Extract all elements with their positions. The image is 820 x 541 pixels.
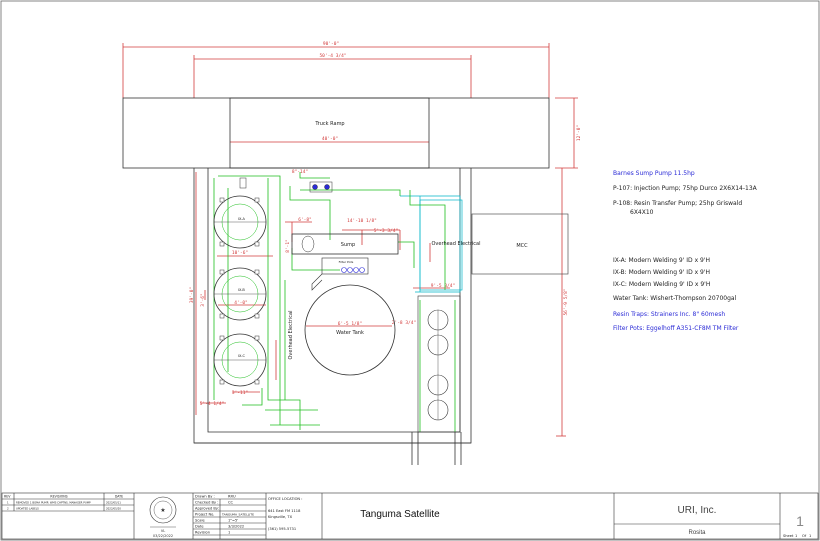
truck-ramp-label: Truck Ramp	[314, 121, 344, 127]
sheet-label-number: 1	[795, 534, 797, 538]
dimension-lines	[122, 43, 578, 437]
site-name: Rosita	[688, 530, 706, 536]
dim-left-side: 39'-0"	[189, 287, 195, 303]
rev-header: REV	[4, 495, 11, 499]
mcc-box	[471, 213, 569, 275]
legend-item: 6X4X10	[630, 209, 654, 216]
legend-item: Barnes Sump Pump 11.5hp	[613, 170, 695, 177]
date-label: Date	[195, 525, 204, 529]
scale-label: Scale	[195, 519, 205, 523]
approved-by-label: Approved By:	[195, 507, 219, 511]
ix-vessel-a	[213, 195, 267, 249]
overhead-electrical-label-vertical: Overhead Electrical	[288, 311, 294, 360]
dim-top-overall: 90'-0"	[323, 41, 339, 47]
office-phone: (361) 595-5731	[268, 527, 296, 531]
dim-right-gap: 2'-8 3/4"	[392, 320, 416, 326]
rev-number: 1	[7, 501, 9, 505]
project-title: Tanguma Satellite	[360, 509, 440, 520]
drawn-by-value: RRU	[228, 495, 236, 499]
office-location-label: OFFICE LOCATION :	[268, 497, 302, 501]
dim-tank-gap: 6'-5 1/8"	[338, 321, 362, 327]
ix-c-label: IX-C	[238, 354, 246, 358]
office-address-line1: 641 East FM 1118	[268, 509, 301, 513]
dim-pump-offset-b: 8'-1"	[285, 239, 291, 253]
water-tank	[304, 284, 396, 376]
rev-description: REMOVED 1 BOMA PUMP, WMS CHPTNS, MANAGER…	[16, 501, 91, 505]
office-address-line2: Kingsville, TX	[268, 515, 293, 519]
ix-vessel-b	[213, 267, 267, 321]
dim-tank-dia: 4'-0"	[234, 300, 248, 306]
legend-item: IX-A: Modern Welding 9' ID x 9'H	[613, 257, 710, 264]
revision-label: Revision	[195, 531, 210, 535]
ix-vessel-c	[213, 333, 267, 387]
legend-item: P-108: Resin Transfer Pump; 25hp Griswal…	[613, 200, 742, 207]
sump-pump	[301, 235, 315, 253]
checked-by-label: Checked By :	[195, 501, 219, 505]
pumps-top	[239, 177, 333, 193]
ix-b-label: IX-B	[238, 288, 245, 292]
drawn-by-label: Drawn By :	[195, 495, 215, 499]
engineer-seal: ★	[149, 496, 177, 528]
sheet-number: 1	[796, 513, 804, 529]
of-label: Of	[802, 534, 807, 538]
filter-pots	[311, 257, 369, 291]
scale-value: 1"=5'	[228, 519, 238, 523]
project-value: TANGUMA_SATELLITE	[221, 513, 254, 517]
legend-item: Water Tank: Wishert-Thompson 20700gal	[613, 295, 737, 302]
seal-star-icon: ★	[160, 507, 165, 514]
dim-left-gap: 3'-6"	[200, 293, 206, 307]
equipment-legend: Barnes Sump Pump 11.5hp P-107: Injection…	[613, 170, 758, 332]
dim-bottom-gap-a: 10'-6"	[232, 250, 248, 256]
rev-date: 2022/05/11	[106, 501, 121, 505]
dim-right-side: 56'-9 5/8"	[563, 288, 569, 315]
green-piping	[213, 172, 456, 432]
project-label: Project No.	[195, 513, 214, 517]
checked-by-value: CC	[228, 501, 234, 505]
seal-number: VL	[161, 529, 165, 533]
sheet-label: Sheet	[783, 534, 794, 538]
rev-date: 2022/05/20	[106, 507, 121, 511]
revisions-header: REVISIONS	[50, 495, 67, 499]
rev-number: 2	[7, 507, 9, 511]
dim-top-inner: 50'-4 3/4"	[319, 53, 346, 59]
sheet-of-value: 1	[809, 534, 811, 538]
dim-ix-gap: 3'-11"	[232, 390, 248, 396]
dim-ramp-width: 40'-0"	[322, 136, 338, 142]
dim-ramp-depth: 12'-0"	[576, 125, 582, 141]
dim-sump-right: 5'-3 3/4"	[374, 228, 398, 234]
dim-tank-radius: 9'-5 3/4"	[431, 283, 455, 289]
pipe-outlets	[411, 432, 462, 465]
resin-trap-stack	[417, 295, 461, 433]
legend-item: IX-C: Modern Welding 9' ID x 9'H	[613, 281, 710, 288]
date-header: DATE	[115, 495, 123, 499]
company-name: URI, Inc.	[678, 505, 717, 516]
sump	[291, 233, 399, 255]
overhead-electrical-label-horizontal: Overhead Electrical	[432, 241, 481, 247]
water-tank-label: Water Tank	[336, 330, 364, 336]
legend-item: P-107: Injection Pump; 75hp Durco 2X6X14…	[613, 185, 758, 192]
legend-item: Filter Pots: Eggelhoff A351-CF8M TM Filt…	[613, 325, 739, 332]
sump-label: Sump	[341, 242, 355, 248]
legend-item: IX-B: Modern Welding 9' ID x 9'H	[613, 269, 710, 276]
cyan-conduit	[400, 195, 463, 293]
revision-value: 1	[228, 531, 230, 535]
dim-bottom-gap-b: 5'-4 1/4"	[200, 401, 224, 407]
title-block	[1, 492, 819, 540]
dim-sump-width: 14'-10 1/8"	[347, 218, 377, 224]
dim-pump-offset-a: 6'-8"	[298, 217, 312, 223]
rev-description: UPDATED LABELS	[16, 507, 39, 511]
legend-item: Resin Traps: Strainers Inc. 8" 60mesh	[613, 311, 725, 318]
seal-date: 03/22/2022	[153, 534, 173, 538]
ix-a-label: IX-A	[238, 217, 245, 221]
filter-pots-label: Filter Pots	[339, 260, 354, 264]
mcc-label: MCC	[516, 243, 528, 249]
date-value: 3/3/2022	[228, 525, 244, 529]
ix-vessel-legs	[219, 197, 260, 385]
